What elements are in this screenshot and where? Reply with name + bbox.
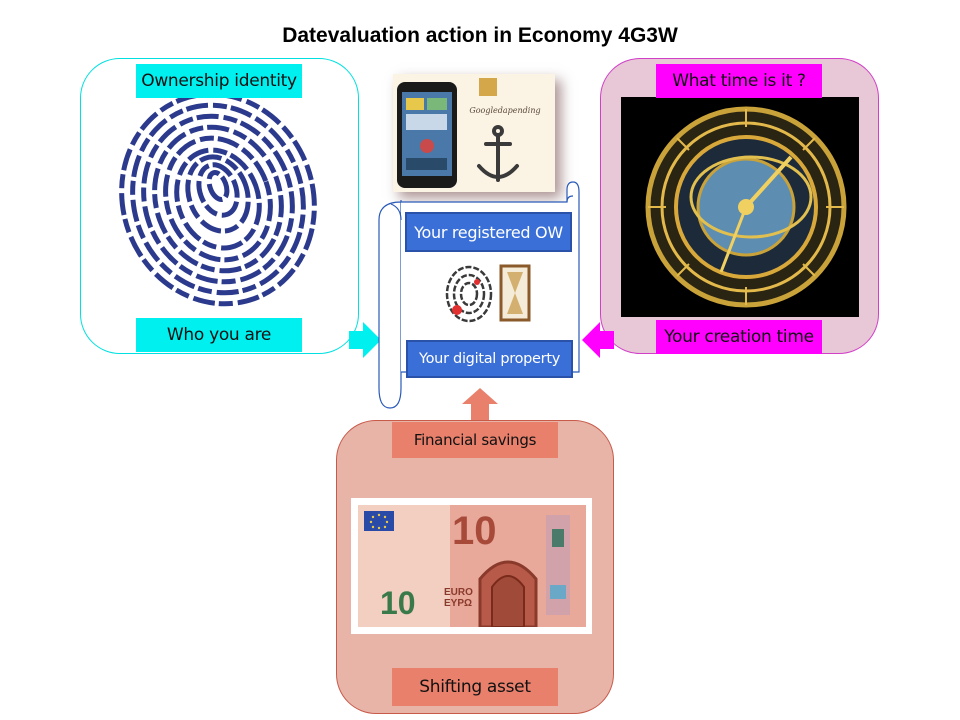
digital-property-label: Your digital property: [406, 340, 573, 378]
banknote-denomination-bottom: 10: [380, 585, 416, 621]
ownership-identity-label: Ownership identity: [136, 64, 302, 98]
who-you-are-label: Who you are: [136, 318, 302, 352]
financial-savings-label: Financial savings: [392, 422, 558, 458]
banknote-currency-text: EURO ΕΥΡΩ: [444, 587, 473, 609]
astronomical-clock-image: [621, 97, 859, 317]
registered-ow-label: Your registered OW: [405, 212, 572, 252]
cyan-arrow-right: [349, 322, 381, 358]
your-creation-time-label: Your creation time: [656, 320, 822, 354]
ten-euro-banknote-image: 10 10 EURO ΕΥΡΩ: [358, 505, 586, 627]
magenta-arrow-left: [582, 322, 614, 358]
fingerprint-hourglass-icon: [443, 262, 535, 324]
diagram-title: Datevaluation action in Economy 4G3W: [282, 24, 678, 47]
banknote-denomination-top: 10: [452, 509, 497, 553]
shifting-asset-label: Shifting asset: [392, 668, 558, 706]
fingerprint-image: [118, 94, 328, 316]
phone-card-brand-text: Googledapending: [469, 106, 541, 115]
what-time-label: What time is it ?: [656, 64, 822, 98]
salmon-arrow-up: [462, 388, 498, 420]
phone-anchor-card: Googledapending: [393, 74, 555, 192]
